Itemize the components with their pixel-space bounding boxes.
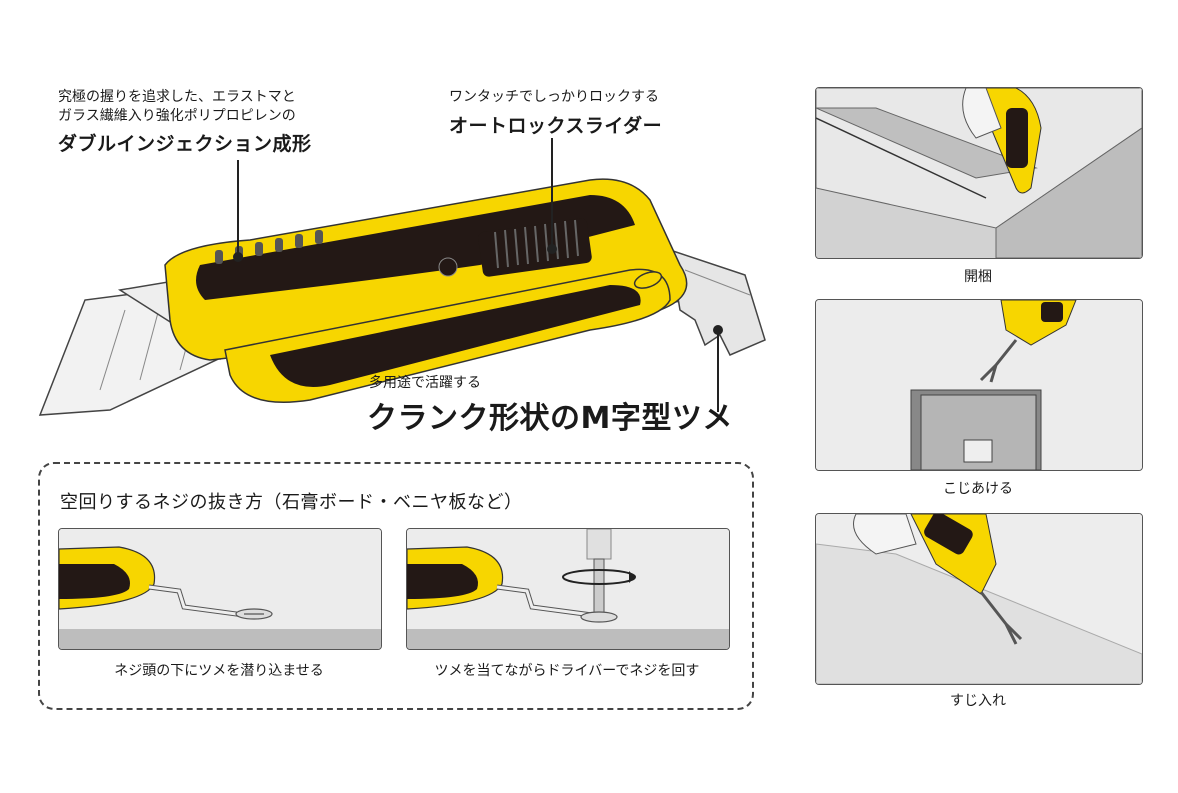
cutter-knife-illustration bbox=[38, 178, 766, 416]
prying-illustration bbox=[816, 300, 1142, 470]
screw-step1-panel bbox=[58, 528, 382, 650]
use-unpacking-panel bbox=[815, 87, 1143, 259]
screw-step1-caption: ネジ頭の下にツメを潜り込ませる bbox=[114, 663, 324, 679]
use-prying-panel bbox=[815, 299, 1143, 471]
slider-feature: ワンタッチでしっかりロックする オートロックスライダー bbox=[449, 88, 662, 138]
claw-desc: 多用途で活躍する bbox=[369, 375, 481, 391]
use-unpacking-caption: 開梱 bbox=[964, 269, 992, 285]
screw-step2-caption: ツメを当てながらドライバーでネジを回す bbox=[434, 663, 700, 679]
unpacking-illustration bbox=[816, 88, 1142, 258]
screw-step2-illustration bbox=[407, 529, 729, 649]
screw-step2-panel bbox=[406, 528, 730, 650]
screw-section-frame bbox=[38, 462, 754, 710]
auto-lock-slider bbox=[478, 218, 592, 277]
grip-feature: 究極の握りを追求した、エラストマと ガラス繊維入り強化ポリプロピレンの ダブルイ… bbox=[58, 88, 312, 156]
use-scoring-caption: すじ入れ bbox=[950, 693, 1006, 709]
screw-section-title: 空回りするネジの抜き方（石膏ボード・ベニヤ板など） bbox=[60, 492, 523, 513]
claw-pointer-dot bbox=[713, 325, 723, 335]
slider-pointer-dot bbox=[547, 244, 557, 254]
claw-pointer bbox=[717, 332, 719, 412]
slider-desc: ワンタッチでしっかりロックする bbox=[449, 89, 659, 105]
scoring-illustration bbox=[816, 514, 1142, 684]
use-scoring-panel bbox=[815, 513, 1143, 685]
claw-feature: 多用途で活躍する クランク形状のM字型ツメ bbox=[367, 374, 733, 437]
grip-pointer-dot bbox=[233, 252, 243, 262]
m-claw bbox=[669, 248, 766, 356]
slider-title: オートロックスライダー bbox=[449, 115, 663, 137]
claw-title: クランク形状のM字型ツメ bbox=[367, 401, 733, 436]
grip-desc-line2: ガラス繊維入り強化ポリプロピレンの bbox=[58, 108, 296, 124]
screw-step1-illustration bbox=[59, 529, 381, 649]
use-prying-caption: こじあける bbox=[943, 481, 1013, 497]
slider-pointer bbox=[551, 138, 553, 248]
grip-title: ダブルインジェクション成形 bbox=[58, 133, 312, 155]
grip-desc-line1: 究極の握りを追求した、エラストマと bbox=[58, 89, 296, 105]
grip-pointer bbox=[237, 160, 239, 256]
